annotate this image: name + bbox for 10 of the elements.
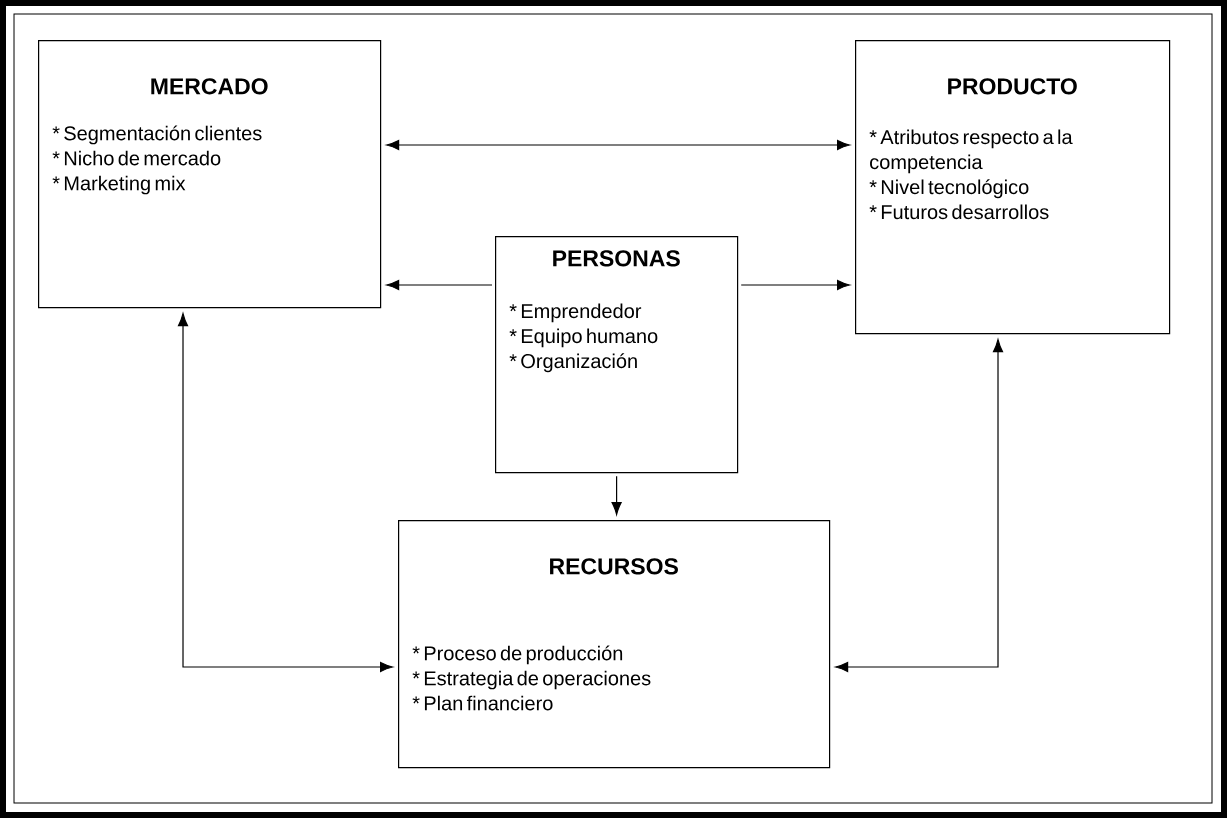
text-box: MERCADO * Segmentación clientes * Nicho de mercado * Marketing mix [38, 40, 382, 309]
arrow [386, 139, 851, 151]
text-box: PERSONAS * Emprendedor * Equipo humano * Organización [495, 236, 739, 474]
arrow [611, 475, 622, 516]
arrow [835, 339, 1004, 673]
arrow [386, 279, 493, 291]
arrow [740, 279, 851, 291]
arrow [177, 313, 394, 673]
text-box: RECURSOS * Proceso de producción * Estrategia de operaciones * Plan financiero [398, 520, 831, 769]
text-box: PRODUCTO * Atributos respecto a la competencia * Nivel tecnológico * Futuros desarrollos [855, 40, 1171, 335]
